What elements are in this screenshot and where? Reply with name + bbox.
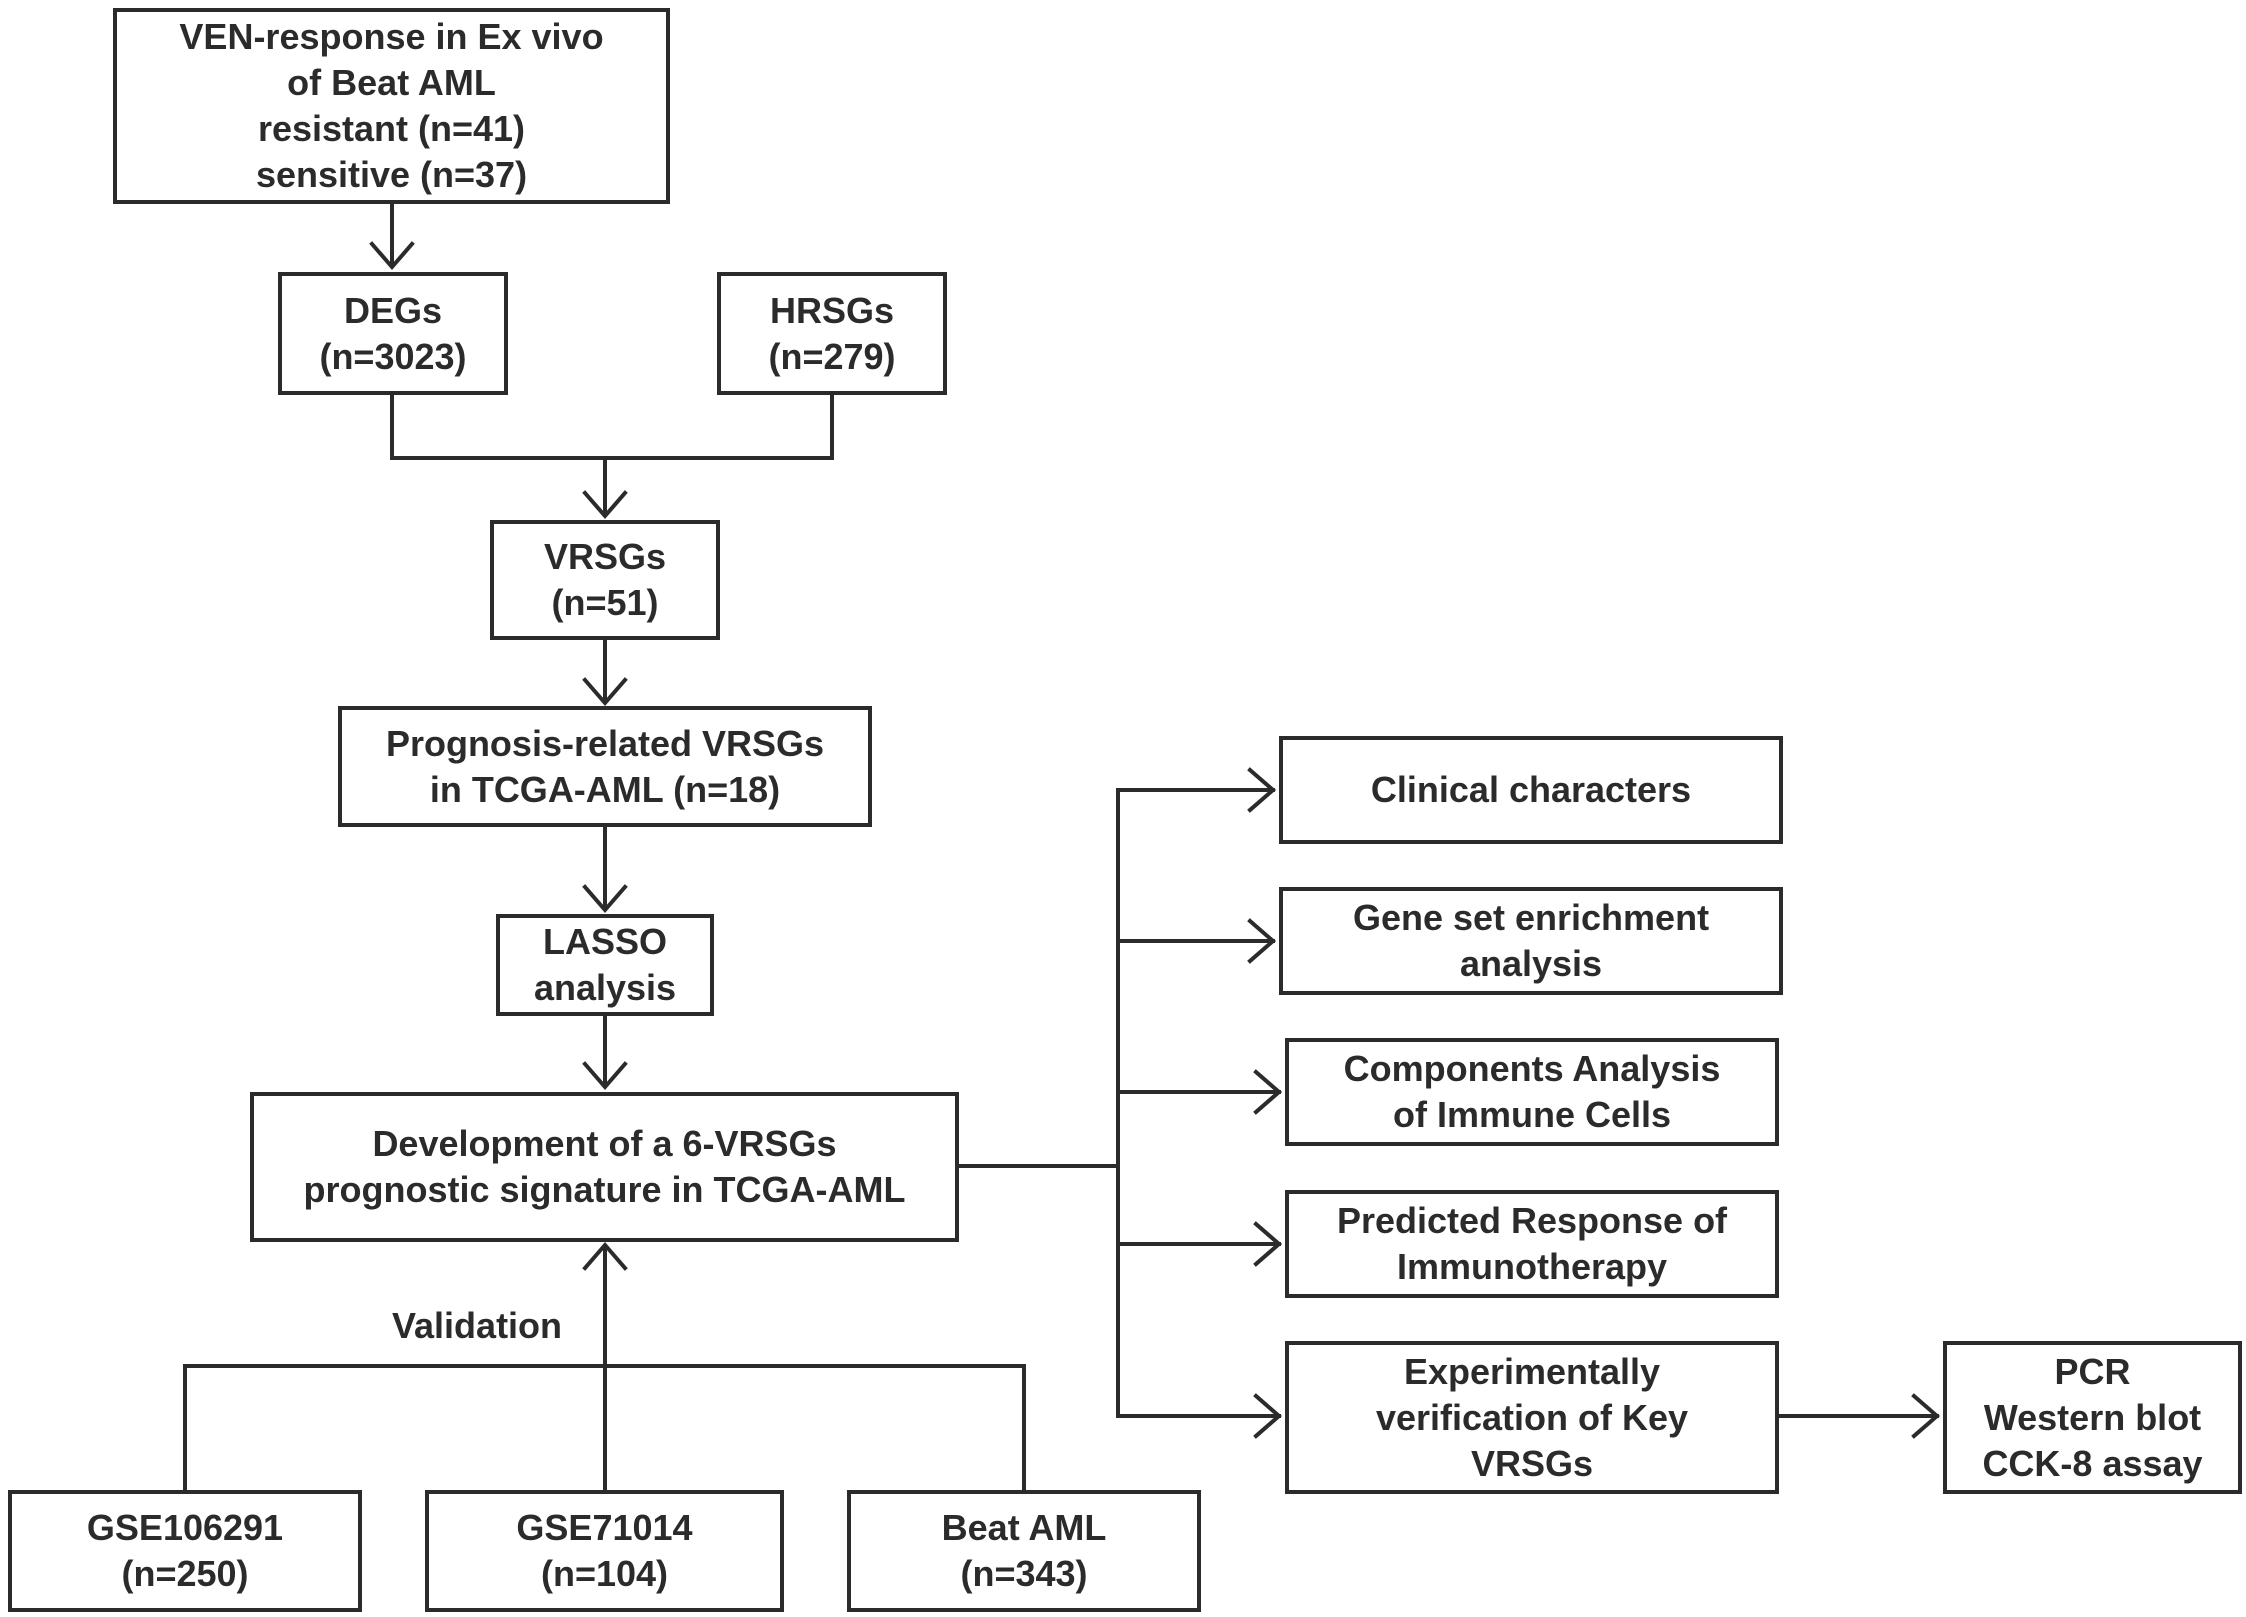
node-text: Components Analysis: [1343, 1048, 1721, 1089]
node-text: LASSO: [542, 921, 667, 962]
arrowhead-degs: [369, 241, 415, 271]
arrowhead-experimental: [1253, 1393, 1283, 1439]
node-beat-aml: Beat AML (n=343): [847, 1490, 1201, 1612]
arrowhead-development: [582, 1061, 628, 1091]
node-text: (n=343): [960, 1553, 1088, 1594]
node-gse106291: GSE106291 (n=250): [8, 1490, 362, 1612]
node-text: analysis: [1459, 943, 1603, 984]
node-text: Beat AML: [941, 1507, 1107, 1548]
node-text: (n=279): [768, 335, 896, 377]
node-text: Immunotherapy: [1396, 1246, 1668, 1287]
node-text: Clinical characters: [1370, 769, 1692, 810]
node-text: (n=250): [121, 1553, 249, 1594]
node-text: sensitive (n=37): [255, 154, 528, 195]
node-text: (n=104): [540, 1553, 669, 1594]
node-lasso: LASSO analysis: [496, 914, 714, 1016]
node-immune-cells: Components Analysis of Immune Cells: [1285, 1038, 1779, 1146]
node-prognosis: Prognosis-related VRSGs in TCGA-AML (n=1…: [338, 706, 872, 827]
node-text: CCK-8 assay: [1982, 1442, 2203, 1484]
arrowhead-gsea: [1247, 918, 1277, 964]
node-text: GSE71014: [516, 1507, 693, 1548]
arrowhead-validation: [582, 1241, 628, 1271]
arrowhead-prognosis: [582, 677, 628, 707]
node-text: PCR: [2054, 1350, 2131, 1392]
arrowhead-assays: [1911, 1393, 1941, 1439]
node-text: GSE106291: [86, 1507, 284, 1548]
node-immunotherapy: Predicted Response of Immunotherapy: [1285, 1190, 1779, 1298]
node-ven-response: VEN-response in Ex vivo of Beat AML resi…: [113, 8, 670, 204]
node-gene-set-enrichment: Gene set enrichment analysis: [1279, 887, 1783, 995]
node-text: VEN-response in Ex vivo: [179, 16, 604, 57]
node-clinical-characters: Clinical characters: [1279, 736, 1783, 844]
node-degs: DEGs (n=3023): [278, 272, 508, 395]
arrowhead-clinical: [1247, 767, 1277, 813]
node-text: (n=51): [551, 582, 659, 623]
node-text: VRSGs: [1470, 1442, 1594, 1484]
node-text: verification of Key: [1375, 1396, 1689, 1438]
node-text: Gene set enrichment: [1352, 897, 1710, 938]
node-text: prognostic signature in TCGA-AML: [303, 1169, 906, 1210]
node-text: Experimentally: [1403, 1350, 1661, 1392]
node-text: Prognosis-related VRSGs: [385, 722, 825, 764]
node-text: (n=3023): [319, 335, 467, 377]
arrowhead-lasso: [582, 884, 628, 914]
node-text: DEGs: [343, 289, 443, 331]
node-experimental-verification: Experimentally verification of Key VRSGs: [1285, 1341, 1779, 1494]
arrowhead-vrsgs: [582, 490, 628, 520]
node-text: Western blot: [1983, 1396, 2202, 1438]
node-text: analysis: [533, 967, 677, 1008]
node-text: VRSGs: [543, 536, 667, 577]
arrowhead-immunotherapy: [1253, 1221, 1283, 1267]
node-text: of Beat AML: [287, 62, 496, 103]
node-text: HRSGs: [769, 289, 895, 331]
node-text: Development of a 6-VRSGs: [372, 1123, 837, 1164]
node-gse71014: GSE71014 (n=104): [425, 1490, 784, 1612]
node-text: resistant (n=41): [257, 108, 526, 149]
arrowhead-immune-cells: [1253, 1069, 1283, 1115]
node-hrsgs: HRSGs (n=279): [717, 272, 947, 395]
validation-label: Validation: [392, 1305, 563, 1346]
node-text: Predicted Response of: [1336, 1200, 1728, 1241]
node-vrsgs: VRSGs (n=51): [490, 520, 720, 640]
connector-degs-hrsgs-merge: [390, 393, 834, 460]
node-development: Development of a 6-VRSGs prognostic sign…: [250, 1092, 959, 1242]
node-text: in TCGA-AML (n=18): [429, 768, 781, 810]
node-assays: PCR Western blot CCK-8 assay: [1943, 1341, 2242, 1494]
node-text: of Immune Cells: [1392, 1094, 1672, 1135]
